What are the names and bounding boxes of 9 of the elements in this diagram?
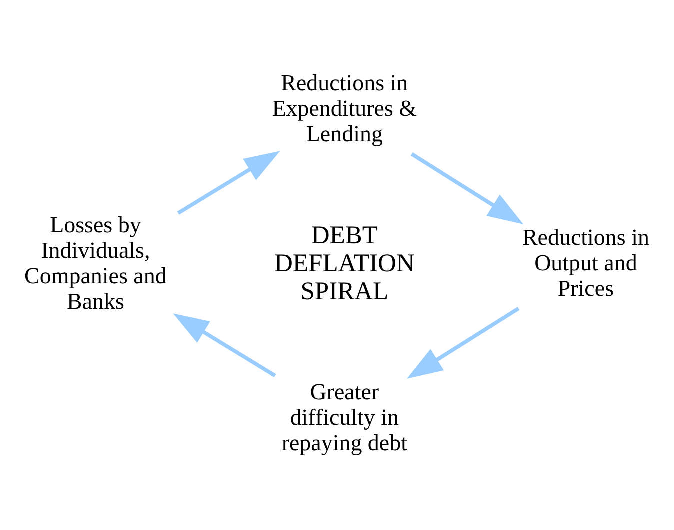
node-text: Losses by Individuals, Companies and Banks (24, 212, 167, 314)
arrow (410, 152, 524, 224)
arrow (173, 314, 276, 378)
arrow (407, 306, 520, 379)
node-text: Reductions in Output and Prices (522, 225, 650, 302)
arrow (177, 151, 280, 215)
node-text: Reductions in Expenditures & Lending (272, 70, 418, 147)
node-text: Greater difficulty in repaying debt (282, 380, 408, 456)
label: DEBT DEFLATION SPIRAL (274, 220, 415, 306)
